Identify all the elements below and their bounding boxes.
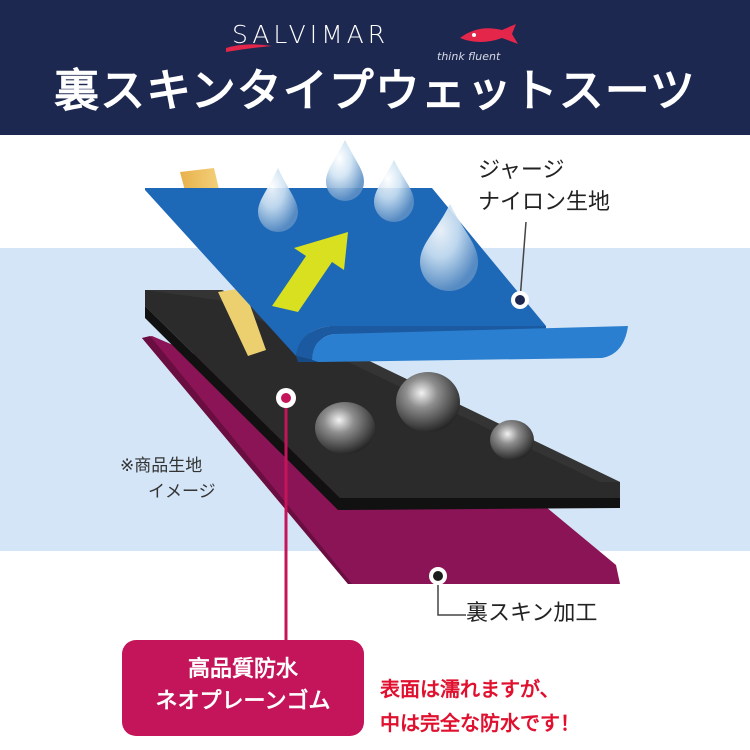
jersey-label-line1: ジャージ <box>478 158 565 183</box>
skin-label: 裏スキン加工 <box>466 601 598 626</box>
up-arrow-icon <box>272 232 348 312</box>
water-bead-icon <box>396 372 460 432</box>
water-drop-icon <box>420 204 478 291</box>
waterproof-note: 表面は濡れますが、 中は完全な防水です！ <box>380 672 740 740</box>
jersey-label: ジャージ ナイロン生地 <box>478 155 610 219</box>
neoprene-badge <box>122 640 364 736</box>
skin-callout-line <box>437 578 466 616</box>
jersey-label-line2: ナイロン生地 <box>478 190 611 215</box>
page-title: 裏スキンタイプウェットスーツ <box>54 64 696 117</box>
fish-logo-icon <box>460 24 518 44</box>
neoprene-label-line1: 高品質防水 <box>187 657 298 682</box>
water-drop-icon <box>258 168 298 232</box>
neoprene-label: 高品質防水 ネオプレーンゴム <box>135 654 351 724</box>
jersey-callout-line <box>519 221 527 301</box>
brand-logo: SALVIMAR think fluent <box>0 8 750 63</box>
logo-swoosh-icon <box>226 44 272 52</box>
header-banner: SALVIMAR think fluent 裏スキンタイプウェットスーツ <box>0 0 750 135</box>
water-drop-icon <box>326 140 364 201</box>
waterproof-note-line1: 表面は濡れますが、 <box>380 677 560 701</box>
water-bead-icon <box>315 402 375 454</box>
brand-tagline: think fluent <box>437 50 501 63</box>
water-drop-icon <box>374 160 414 222</box>
brand-name: SALVIMAR <box>232 20 390 49</box>
neoprene-label-line2: ネオプレーンゴム <box>155 689 331 714</box>
sample-note-line1: ※商品生地 <box>120 456 203 476</box>
sample-note-line2: イメージ <box>148 482 216 502</box>
sample-note: ※商品生地 イメージ <box>120 453 216 505</box>
waterproof-note-line2: 中は完全な防水です！ <box>380 711 580 735</box>
water-bead-icon <box>490 420 534 460</box>
sweat-arrow-tail <box>218 288 266 356</box>
